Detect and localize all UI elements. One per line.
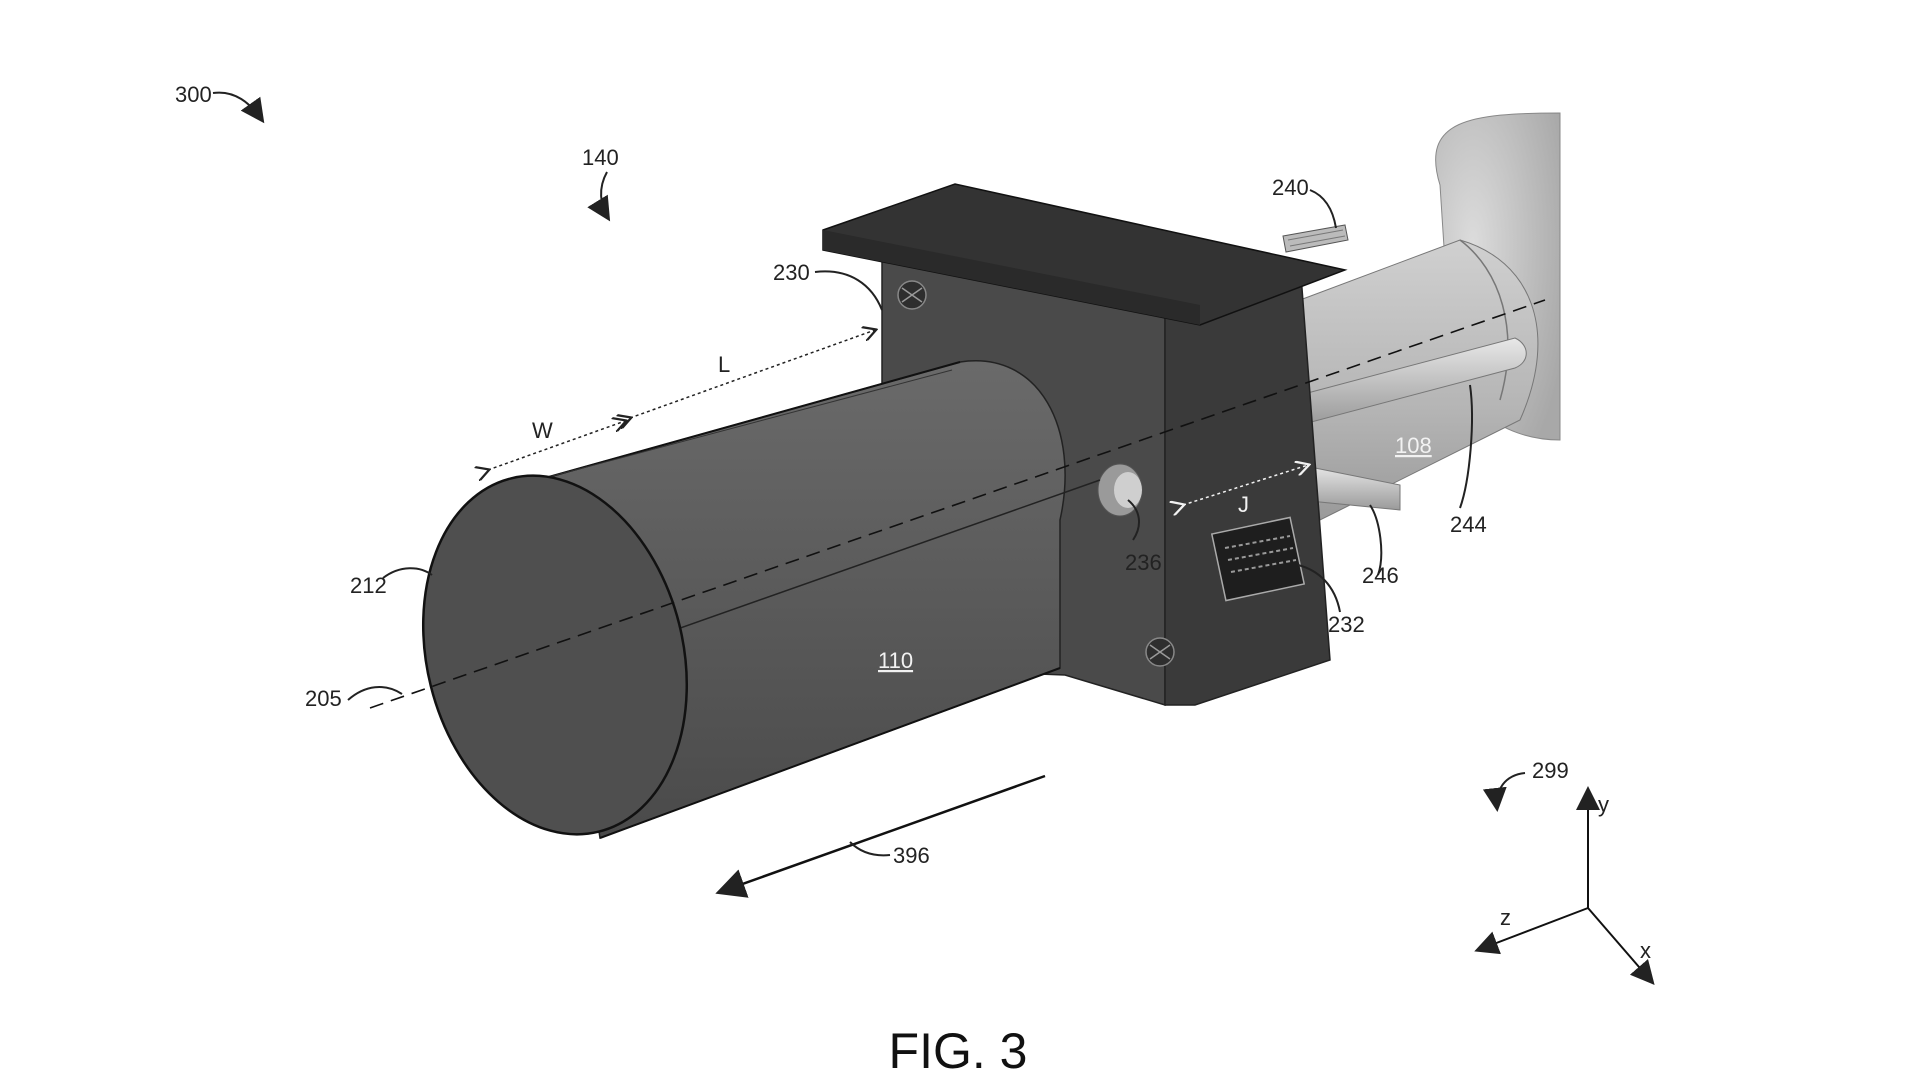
label-300: 300 bbox=[175, 82, 212, 107]
leader-lines bbox=[212, 91, 1526, 857]
dimension-j: J bbox=[1183, 465, 1308, 517]
label-230: 230 bbox=[773, 260, 810, 285]
axis-y-label: y bbox=[1598, 792, 1609, 817]
label-246: 246 bbox=[1362, 563, 1399, 588]
label-140: 140 bbox=[582, 145, 619, 170]
shroud-108 bbox=[1299, 112, 1561, 521]
dimension-j-label: J bbox=[1238, 492, 1249, 517]
dimension-w: W bbox=[488, 418, 625, 470]
dimension-l: L bbox=[630, 330, 875, 418]
label-240: 240 bbox=[1272, 175, 1309, 200]
label-232: 232 bbox=[1328, 612, 1365, 637]
axis-x-label: x bbox=[1640, 938, 1651, 963]
dimension-w-label: W bbox=[532, 418, 553, 443]
label-108: 108 bbox=[1395, 433, 1432, 458]
dimension-l-label: L bbox=[718, 352, 730, 377]
axis-z-label: z bbox=[1500, 905, 1511, 930]
label-212: 212 bbox=[350, 573, 387, 598]
label-244: 244 bbox=[1450, 512, 1487, 537]
label-110: 110 bbox=[878, 648, 913, 673]
rods bbox=[1299, 337, 1527, 511]
central-axis-205 bbox=[369, 299, 1546, 709]
label-205: 205 bbox=[305, 686, 342, 711]
label-236: 236 bbox=[1125, 550, 1162, 575]
figure-title: FIG. 3 bbox=[889, 1023, 1028, 1079]
label-299: 299 bbox=[1532, 758, 1569, 783]
label-396: 396 bbox=[893, 843, 930, 868]
flow-direction-arrow bbox=[715, 774, 1046, 898]
fastener-240 bbox=[1282, 224, 1349, 253]
coordinate-system-299: y z x bbox=[1474, 786, 1655, 986]
housing-110 bbox=[421, 360, 1101, 840]
